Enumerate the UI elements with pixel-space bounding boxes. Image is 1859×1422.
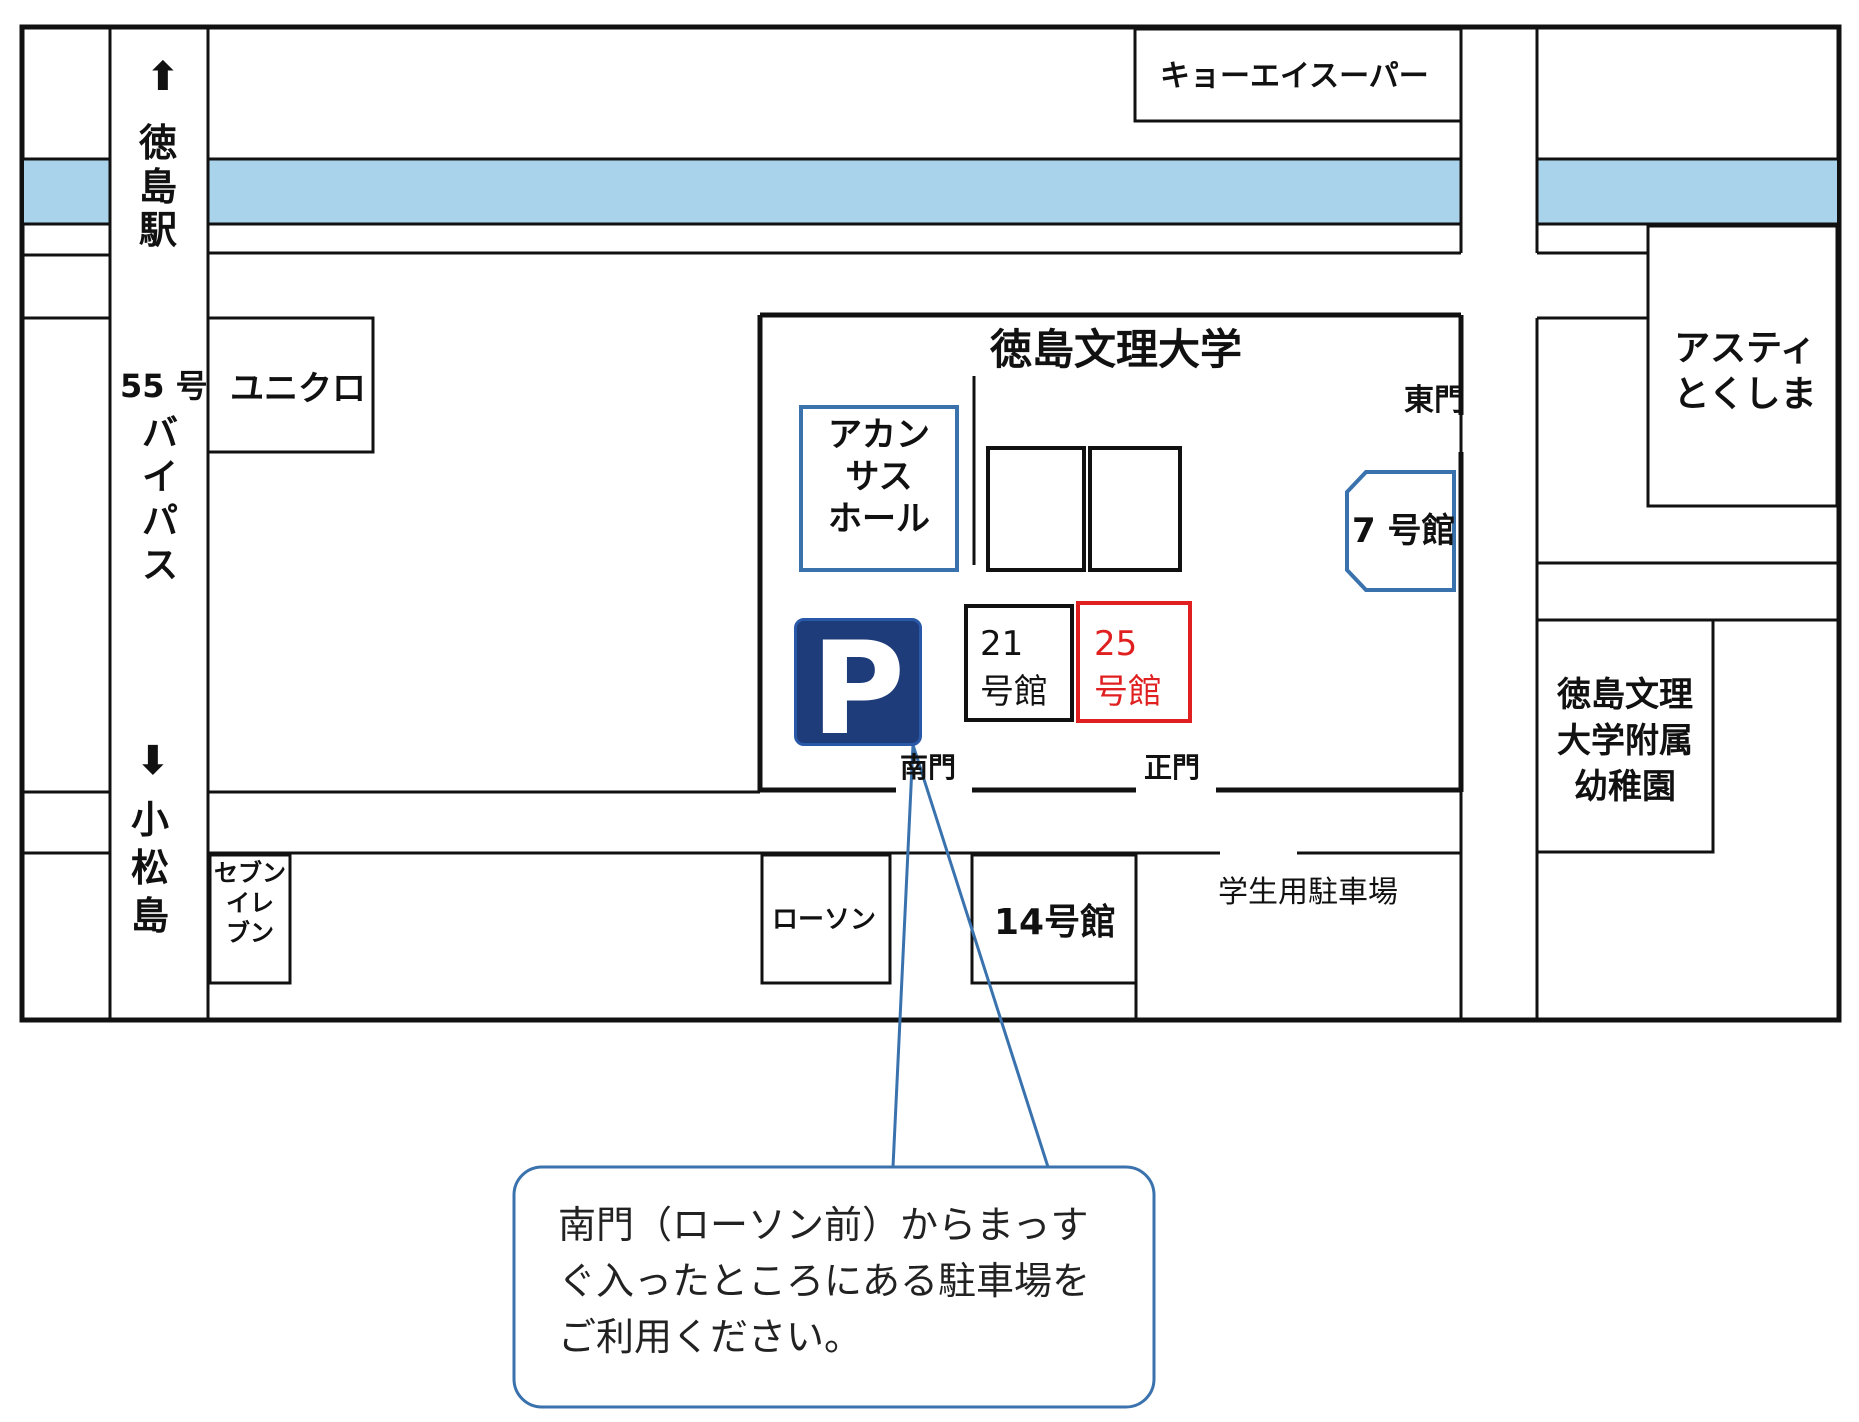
callout-text: 南門（ローソン前）からまっすぐ入ったところにある駐車場をご利用ください。 <box>558 1203 1091 1359</box>
parking-sign: P <box>794 615 922 764</box>
label-east-gate: 東門 <box>1404 383 1464 418</box>
label-tokushima-station: 徳島駅 <box>138 121 177 253</box>
label-university-name: 徳島文理大学 <box>990 325 1243 374</box>
arrow-down-icon: ⬇ <box>136 738 170 784</box>
parking-icon: P <box>811 615 905 764</box>
label-asty-tokushima: アスティ とくしま <box>1673 328 1817 415</box>
arrow-up-icon: ⬆ <box>146 54 180 100</box>
label-uniqlo: ユニクロ <box>230 369 366 409</box>
callout-bubble <box>512 1165 1156 1409</box>
label-main-gate: 正門 <box>1144 751 1201 784</box>
label-kyoei-super: キョーエイスーパー <box>1160 59 1429 94</box>
callout-pointer-right <box>911 744 1050 1168</box>
callout-pointer-left <box>891 744 915 1168</box>
acanthus-hall-outline <box>799 405 959 572</box>
label-acanthus-hall: アカン サス ホール <box>828 415 930 539</box>
label-komatsushima: 小松島 <box>130 798 169 938</box>
label-seven-eleven: セブン イレ ブン <box>214 859 286 947</box>
building-25-outline <box>1076 601 1192 723</box>
label-building-7: 7 号館 <box>1352 511 1456 551</box>
road-bridge-west <box>110 155 208 228</box>
building-7-outline <box>1345 470 1456 592</box>
label-bypass: バイパス <box>141 413 178 586</box>
river <box>24 159 1837 224</box>
road-bridge-east <box>1461 155 1537 228</box>
label-route-55: 55 号 <box>120 367 208 405</box>
label-building-25: 25 号館 <box>1094 624 1162 712</box>
label-student-parking: 学生用駐車場 <box>1218 875 1398 910</box>
label-building-14: 14号館 <box>994 902 1117 943</box>
label-kindergarten: 徳島文理 大学附属 幼稚園 <box>1557 675 1693 807</box>
callout: 南門（ローソン前）からまっすぐ入ったところにある駐車場をご利用ください。 <box>514 1167 1154 1407</box>
map-frame <box>19 24 1842 1023</box>
label-south-gate: 南門 <box>900 751 957 784</box>
label-building-21: 21 号館 <box>980 624 1048 712</box>
label-lawson: ローソン <box>772 905 877 935</box>
